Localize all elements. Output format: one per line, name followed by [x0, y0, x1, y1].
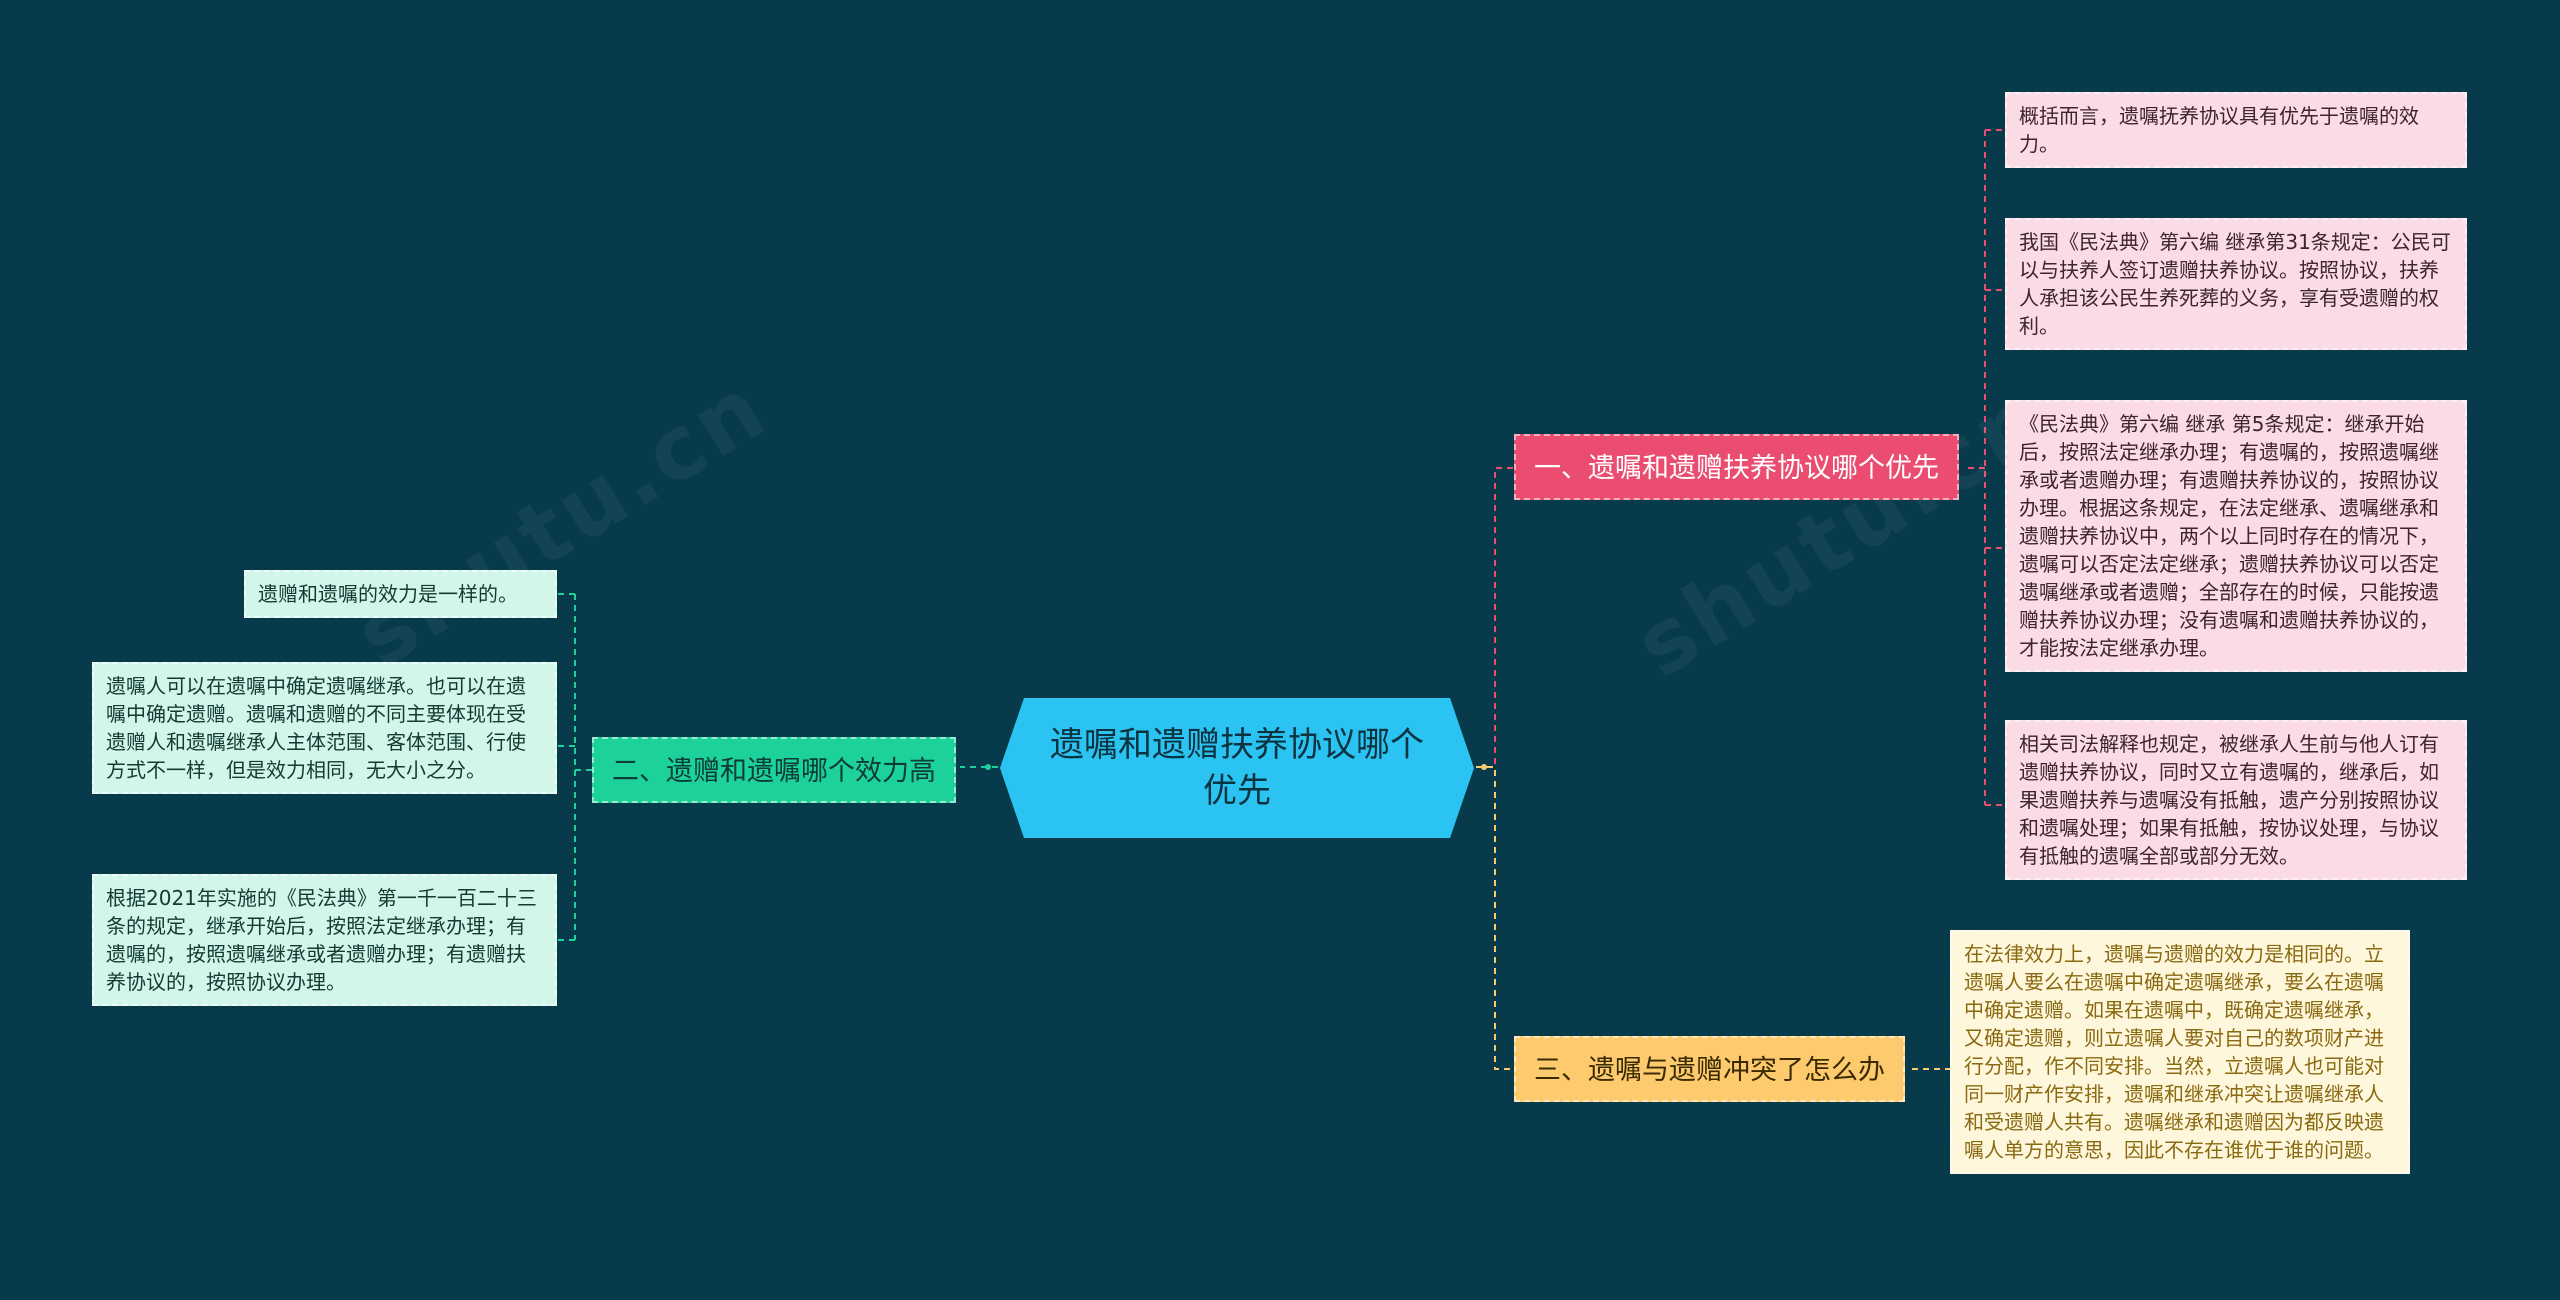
- leaf-text: 我国《民法典》第六编 继承第31条规定：公民可以与扶养人签订遗赠扶养协议。按照协…: [2019, 230, 2451, 338]
- branch-node-conflict[interactable]: 三、遗嘱与遗赠冲突了怎么办: [1514, 1036, 1905, 1102]
- branch-label: 三、遗嘱与遗赠冲突了怎么办: [1534, 1055, 1885, 1086]
- leaf-text: 根据2021年实施的《民法典》第一千一百二十三条的规定，继承开始后，按照法定继承…: [106, 886, 537, 994]
- leaf-node[interactable]: 在法律效力上，遗嘱与遗赠的效力是相同的。立遗嘱人要么在遗嘱中确定遗嘱继承，要么在…: [1950, 930, 2410, 1174]
- link-root-b1: [1476, 467, 1514, 768]
- branch-node-priority[interactable]: 一、遗嘱和遗赠扶养协议哪个优先: [1514, 434, 1959, 500]
- root-node[interactable]: 遗嘱和遗赠扶养协议哪个优先: [1000, 698, 1474, 838]
- root-hexagon: [1000, 698, 1474, 838]
- link-b1-leaves: [1968, 129, 2005, 806]
- leaf-text: 概括而言，遗嘱抚养协议具有优先于遗嘱的效力。: [2019, 104, 2419, 156]
- link-b2-leaves: [557, 593, 592, 941]
- leaf-text: 在法律效力上，遗嘱与遗赠的效力是相同的。立遗嘱人要么在遗嘱中确定遗嘱继承，要么在…: [1964, 942, 2384, 1162]
- branch-label: 一、遗嘱和遗赠扶养协议哪个优先: [1534, 453, 1939, 484]
- leaf-node[interactable]: 《民法典》第六编 继承 第5条规定：继承开始后，按照法定继承办理；有遗嘱的，按照…: [2005, 400, 2467, 672]
- leaf-node[interactable]: 我国《民法典》第六编 继承第31条规定：公民可以与扶养人签订遗赠扶养协议。按照协…: [2005, 218, 2467, 350]
- leaf-node[interactable]: 概括而言，遗嘱抚养协议具有优先于遗嘱的效力。: [2005, 92, 2467, 168]
- root-right-dot: [1481, 764, 1487, 770]
- leaf-node[interactable]: 相关司法解释也规定，被继承人生前与他人订有遗赠扶养协议，同时又立有遗嘱的，继承后…: [2005, 720, 2467, 880]
- leaf-node[interactable]: 遗嘱人可以在遗嘱中确定遗嘱继承。也可以在遗嘱中确定遗赠。遗嘱和遗赠的不同主要体现…: [92, 662, 557, 794]
- leaf-node[interactable]: 遗赠和遗嘱的效力是一样的。: [244, 570, 557, 618]
- link-root-b3: [1476, 766, 1514, 1070]
- leaf-text: 遗嘱人可以在遗嘱中确定遗嘱继承。也可以在遗嘱中确定遗赠。遗嘱和遗赠的不同主要体现…: [106, 674, 526, 782]
- branch-node-validity[interactable]: 二、遗赠和遗嘱哪个效力高: [592, 737, 956, 803]
- branch-label: 二、遗赠和遗嘱哪个效力高: [612, 756, 936, 787]
- leaf-text: 《民法典》第六编 继承 第5条规定：继承开始后，按照法定继承办理；有遗嘱的，按照…: [2019, 412, 2439, 660]
- leaf-node[interactable]: 根据2021年实施的《民法典》第一千一百二十三条的规定，继承开始后，按照法定继承…: [92, 874, 557, 1006]
- root-left-dot: [985, 764, 991, 770]
- root-title: 遗嘱和遗赠扶养协议哪个优先: [1050, 725, 1424, 811]
- leaf-text: 相关司法解释也规定，被继承人生前与他人订有遗赠扶养协议，同时又立有遗嘱的，继承后…: [2019, 732, 2439, 868]
- leaf-text: 遗赠和遗嘱的效力是一样的。: [258, 582, 518, 606]
